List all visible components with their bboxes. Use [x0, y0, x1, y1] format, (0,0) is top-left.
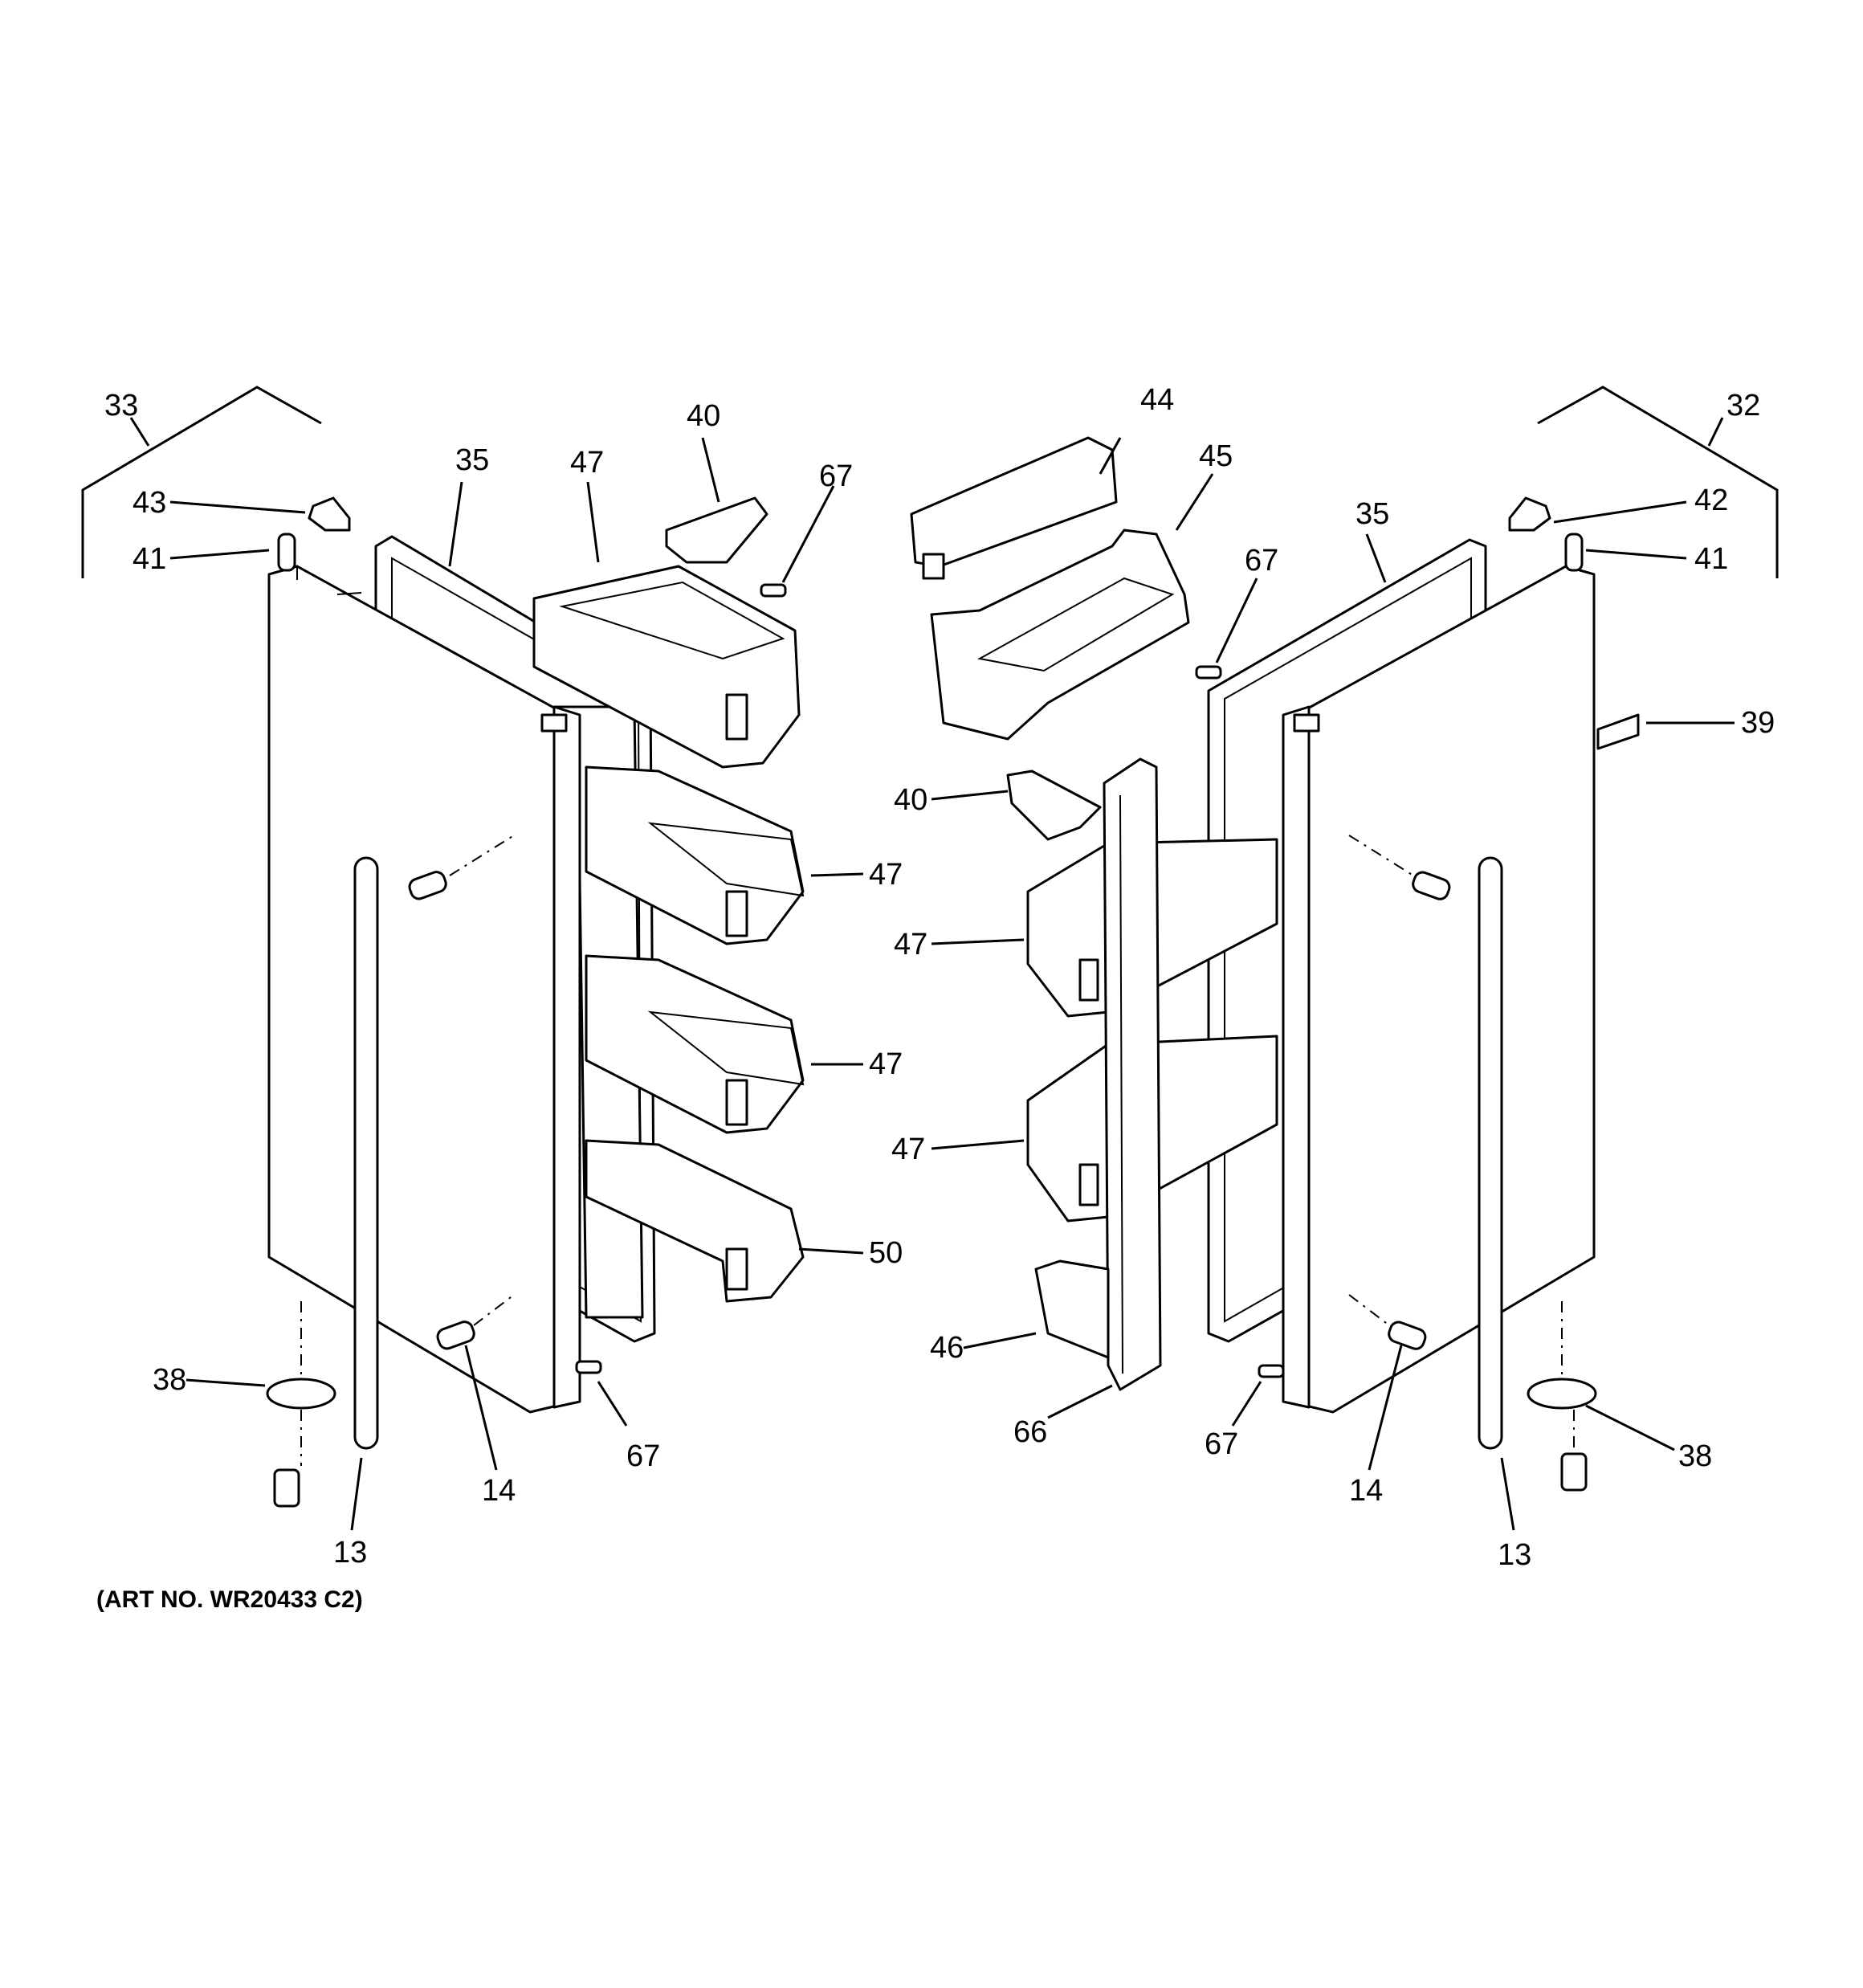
bin-cap-top — [665, 496, 768, 564]
callout-35-right: 35 — [1355, 497, 1389, 531]
callout-45: 45 — [1199, 439, 1233, 473]
callout-67-top-right: 67 — [1245, 544, 1278, 578]
callout-32: 32 — [1726, 389, 1760, 423]
hinge-pin-top-right — [1564, 533, 1584, 572]
door-panel-left — [267, 565, 576, 1414]
callout-47-top-left: 47 — [570, 446, 604, 480]
handle-mount-upper-left — [408, 835, 515, 900]
hinge-top-right — [1508, 496, 1551, 532]
hinge-top-left — [308, 496, 351, 532]
callout-39: 39 — [1741, 706, 1775, 740]
callout-47-mid1-left: 47 — [869, 858, 903, 892]
door-bin-mid1-left — [585, 765, 805, 945]
callout-38-left: 38 — [153, 1363, 186, 1397]
right-door-assembly — [910, 386, 1779, 1492]
clip-67-bottom-right — [1258, 1364, 1285, 1378]
clip-67-top-left — [760, 583, 787, 598]
callout-35-left: 35 — [455, 443, 489, 477]
callout-13-left: 13 — [333, 1536, 367, 1570]
handle-mount-lower-left — [436, 1294, 515, 1350]
callout-47-mid1-right: 47 — [894, 928, 927, 961]
door-handle-right — [1478, 856, 1503, 1450]
handle-mount-lower-right — [1348, 1294, 1427, 1350]
callout-43: 43 — [132, 486, 166, 520]
callout-labels: 33 43 41 35 47 40 67 47 47 50 38 14 13 6… — [104, 383, 1775, 1572]
callout-50: 50 — [869, 1236, 903, 1270]
nameplate — [1596, 713, 1640, 750]
callout-47-mid2-left: 47 — [869, 1047, 903, 1081]
dairy-door-44 — [910, 436, 1118, 580]
callout-38-right: 38 — [1678, 1439, 1712, 1473]
callout-41-left: 41 — [132, 542, 166, 576]
dispenser-frame — [1103, 757, 1162, 1391]
callout-40-mid: 40 — [894, 783, 927, 817]
door-bin-mid2-left — [585, 954, 805, 1134]
art-number-label: (ART NO. WR20433 C2) — [96, 1586, 363, 1613]
clip-67-bottom-left — [575, 1360, 602, 1374]
door-bin-bottom-left — [585, 1139, 805, 1303]
hinge-pin-top-left — [277, 533, 296, 572]
callout-46: 46 — [930, 1331, 964, 1365]
callout-41-right: 41 — [1694, 542, 1728, 576]
callout-14-left: 14 — [482, 1474, 516, 1508]
callout-33: 33 — [104, 389, 138, 423]
bracket-33 — [81, 386, 322, 578]
callout-67-bottom-right: 67 — [1205, 1427, 1238, 1461]
callout-13-right: 13 — [1498, 1538, 1531, 1572]
callout-47-mid2-right: 47 — [891, 1133, 925, 1166]
callout-66: 66 — [1013, 1415, 1047, 1449]
bin-cap-mid — [1006, 769, 1102, 841]
dairy-bin-45 — [930, 529, 1190, 741]
callout-44: 44 — [1140, 383, 1174, 417]
hinge-bottom-left — [266, 1301, 336, 1508]
door-panel-right — [1287, 565, 1596, 1414]
leader-lines — [129, 417, 1735, 1531]
callout-42: 42 — [1694, 484, 1728, 517]
callout-40-top: 40 — [687, 399, 720, 433]
handle-mount-upper-right — [1348, 835, 1451, 900]
callout-14-right: 14 — [1349, 1474, 1383, 1508]
door-handle-left — [353, 856, 379, 1450]
callout-67-bottom-left: 67 — [626, 1439, 660, 1473]
clip-67-top-right — [1195, 665, 1222, 680]
door-bin-top-left — [532, 565, 801, 769]
bracket-32 — [1537, 386, 1779, 578]
door-bin-bottom-right — [1034, 1259, 1110, 1359]
callout-67-top-left: 67 — [819, 459, 853, 493]
hinge-bottom-right — [1527, 1301, 1597, 1492]
left-door-assembly — [81, 386, 805, 1508]
